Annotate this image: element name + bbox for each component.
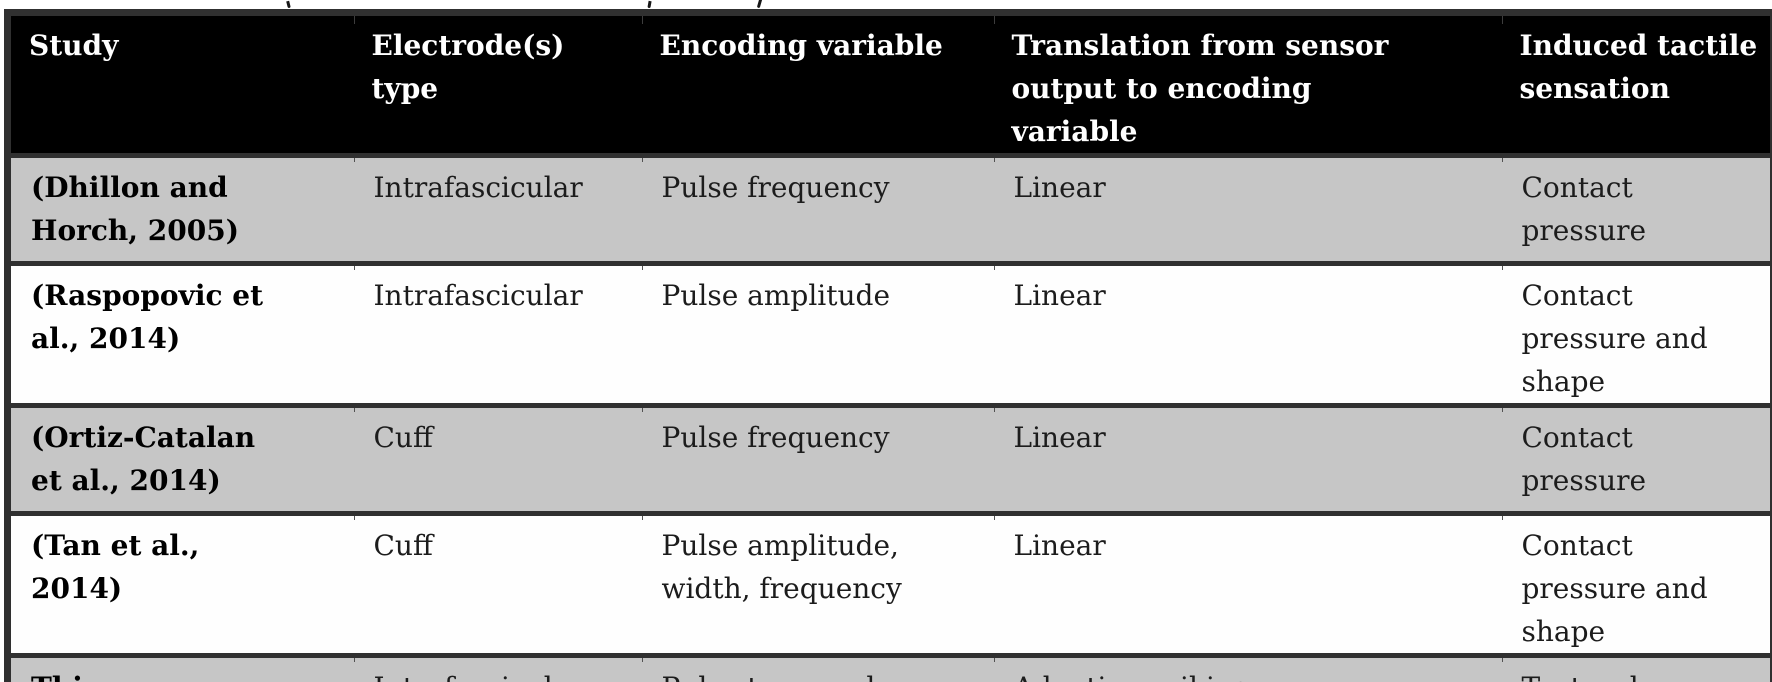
- cell-translation: Linear: [993, 155, 1502, 264]
- cell-induced-sensation: Contact pressure: [1501, 155, 1772, 264]
- cropped-text-fragment: [647, 0, 652, 9]
- cell-encoding-variable: Pulse frequency: [641, 403, 994, 514]
- col-header-study: Study: [7, 12, 354, 158]
- cell-study: This manuscript: [7, 653, 354, 682]
- cell-electrode-type: Cuff: [353, 511, 642, 656]
- cell-electrode-type: Cuff: [353, 403, 642, 514]
- cell-study: (Ortiz-Catalan et al., 2014): [7, 403, 354, 514]
- cell-electrode-type: Intrafascicular: [353, 155, 642, 264]
- cropped-text-fragment: [286, 0, 291, 9]
- cell-study: (Raspopovic et al., 2014): [7, 261, 354, 406]
- study-comparison-table: Study Electrode(s) type Encoding variabl…: [4, 9, 1772, 682]
- cell-translation: Linear: [993, 511, 1502, 656]
- cropped-caption-strip: [0, 0, 1772, 9]
- table-body: (Dhillon and Horch, 2005) Intrafascicula…: [7, 155, 1772, 682]
- cell-encoding-variable: Pulse amplitude: [641, 261, 994, 406]
- table-row-this-manuscript: This manuscript Intrafascicular Pulse te…: [7, 653, 1772, 682]
- cell-translation: Linear: [993, 403, 1502, 514]
- table-row-raspopovic: (Raspopovic et al., 2014) Intrafascicula…: [7, 261, 1772, 406]
- cell-translation: Linear: [993, 261, 1502, 406]
- cell-translation: Adaptive spiking neuron model: [993, 653, 1502, 682]
- cell-encoding-variable: Pulse frequency: [641, 155, 994, 264]
- cell-encoding-variable: Pulse temporal structure: [641, 653, 994, 682]
- col-header-sensation: Induced tactile sensation: [1501, 12, 1772, 158]
- table-row-dhillon: (Dhillon and Horch, 2005) Intrafascicula…: [7, 155, 1772, 264]
- cell-induced-sensation: Textural features: [1501, 653, 1772, 682]
- table-row-ortiz-catalan: (Ortiz-Catalan et al., 2014) Cuff Pulse …: [7, 403, 1772, 514]
- cell-electrode-type: Intrafascicular: [353, 261, 642, 406]
- header-row: Study Electrode(s) type Encoding variabl…: [7, 12, 1772, 158]
- cell-induced-sensation: Contact pressure: [1501, 403, 1772, 514]
- cell-study: (Tan et al., 2014): [7, 511, 354, 656]
- table-header: Study Electrode(s) type Encoding variabl…: [7, 12, 1772, 158]
- col-header-electrode: Electrode(s) type: [353, 12, 642, 158]
- col-header-encoding: Encoding variable: [641, 12, 994, 158]
- cell-induced-sensation: Contact pressure and shape: [1501, 261, 1772, 406]
- table-row-tan: (Tan et al., 2014) Cuff Pulse amplitude,…: [7, 511, 1772, 656]
- cropped-text-fragment: [756, 0, 763, 9]
- cell-encoding-variable: Pulse amplitude, width, frequency: [641, 511, 994, 656]
- cell-induced-sensation: Contact pressure and shape: [1501, 511, 1772, 656]
- cell-electrode-type: Intrafascicular: [353, 653, 642, 682]
- col-header-translation: Translation from sensor output to encodi…: [993, 12, 1502, 158]
- cell-study: (Dhillon and Horch, 2005): [31, 171, 239, 247]
